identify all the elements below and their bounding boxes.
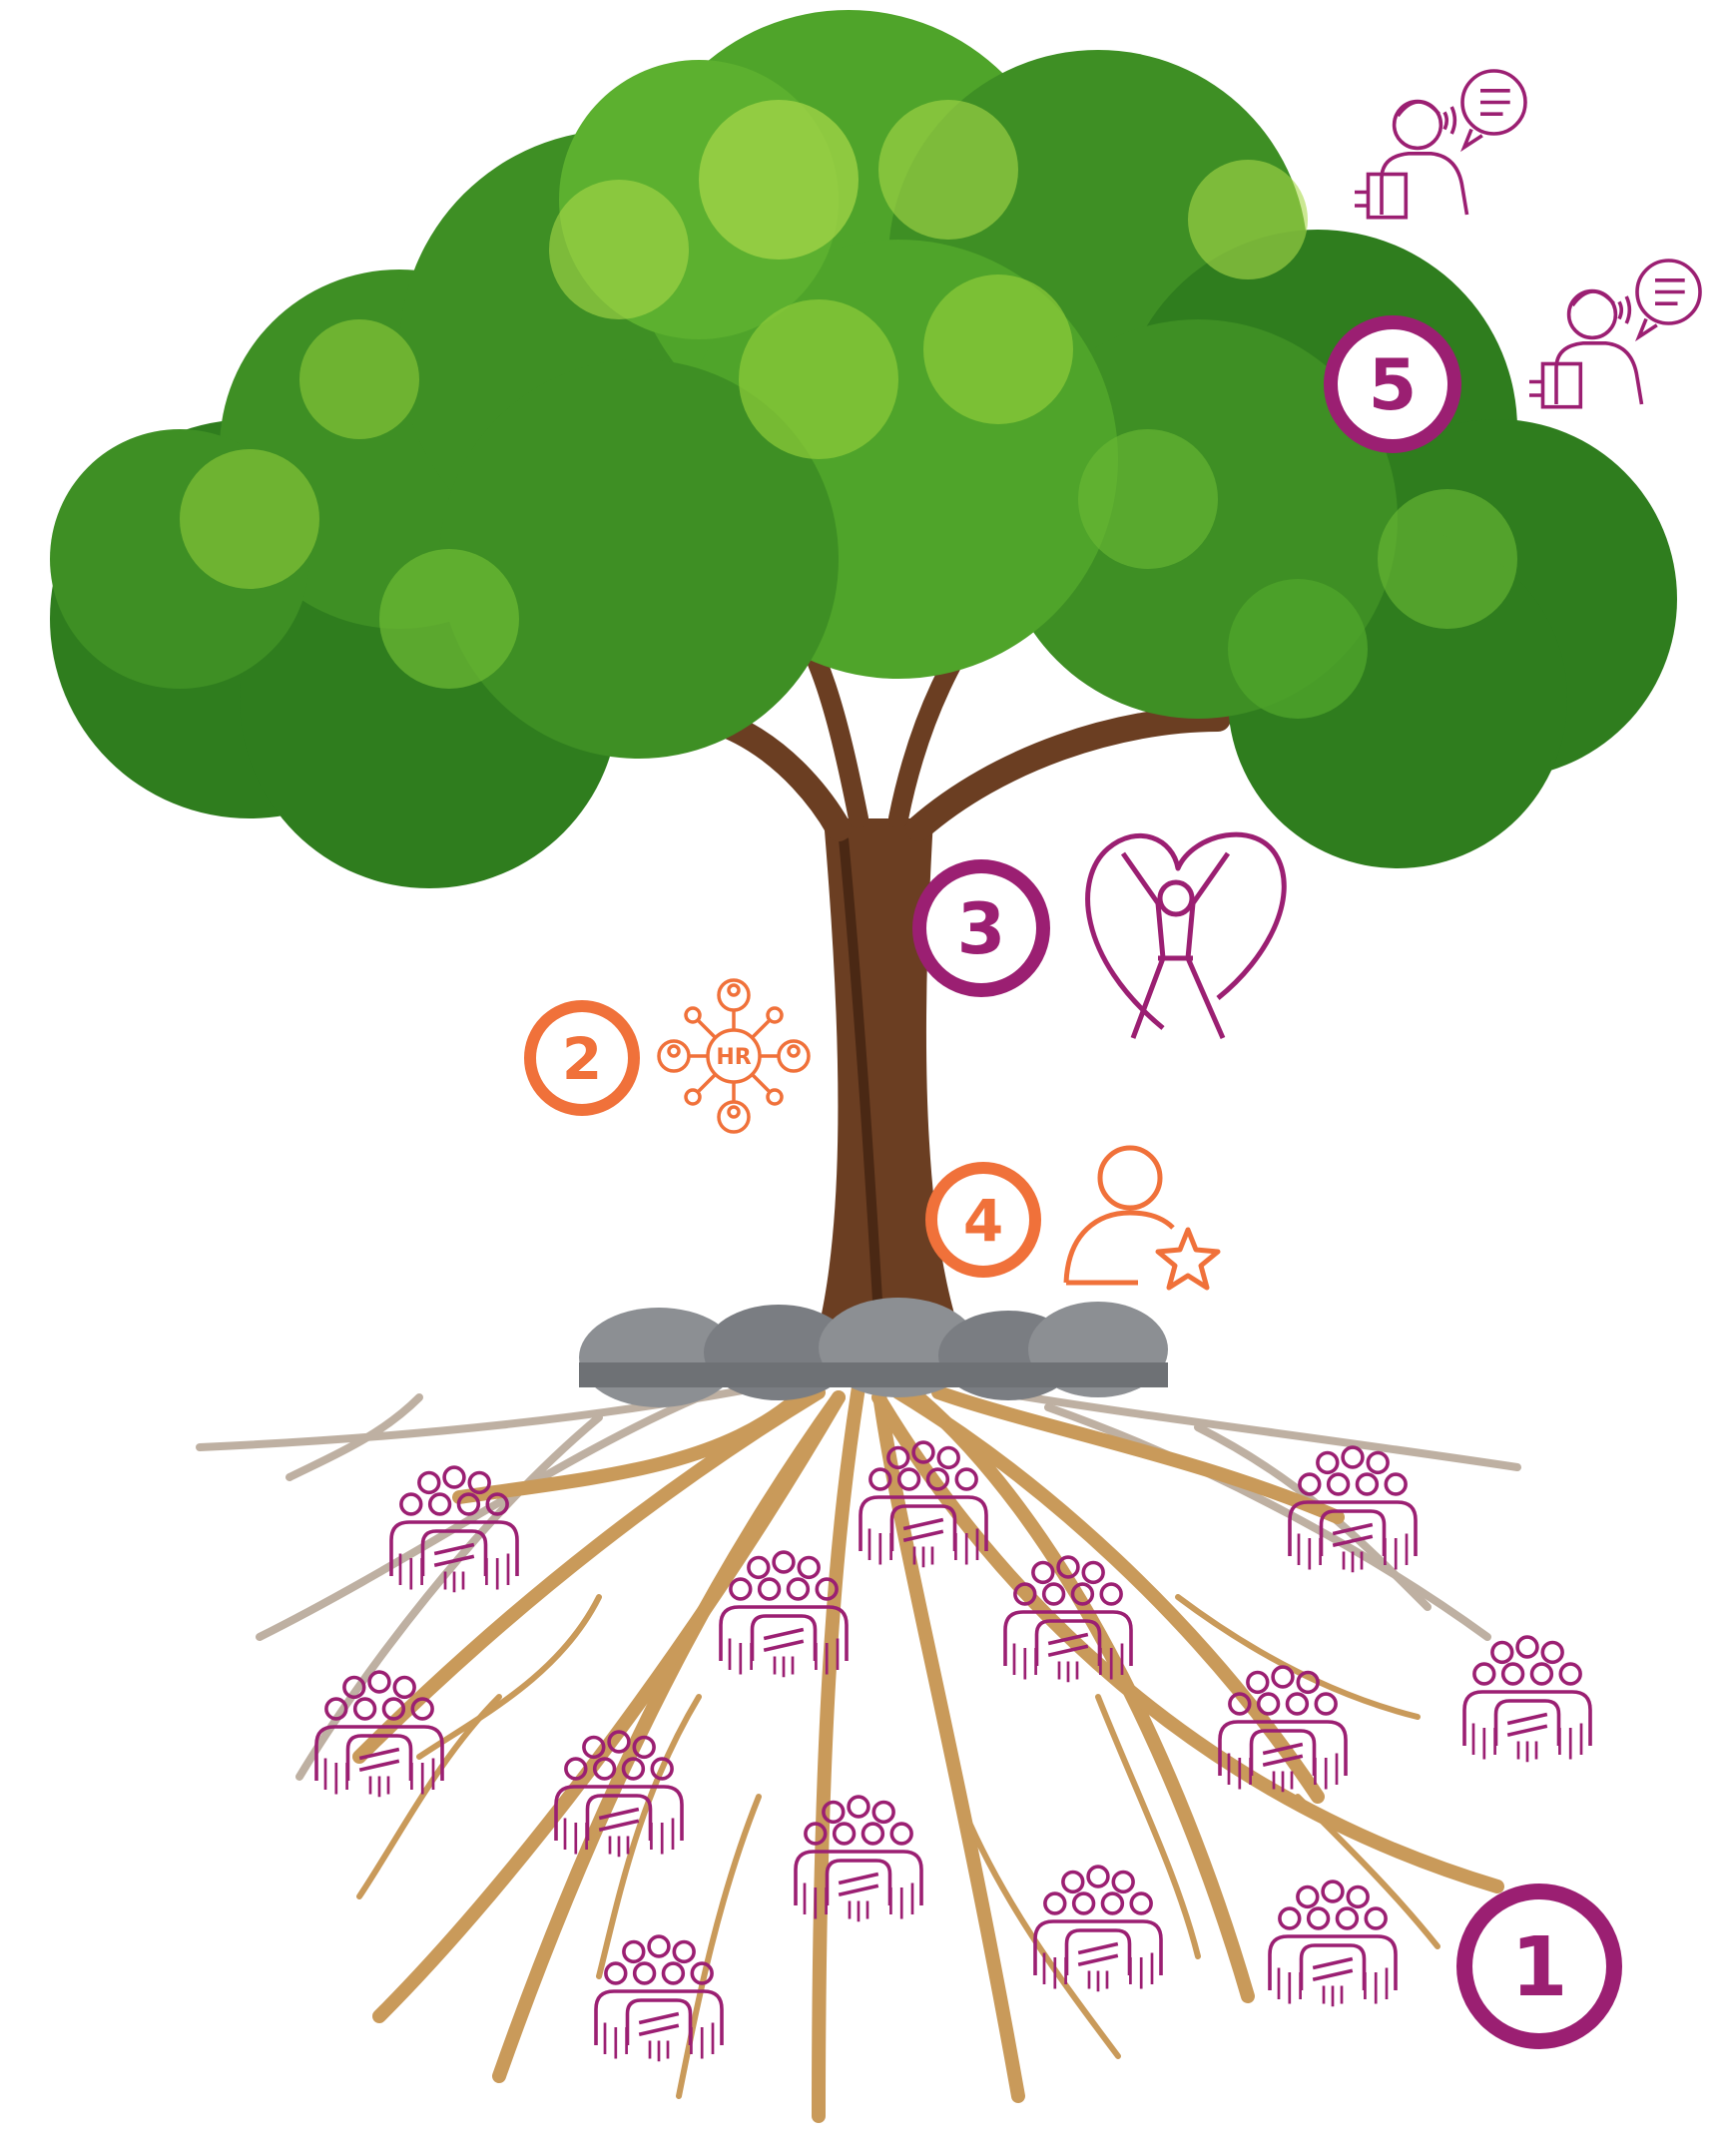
heart-person-icon	[1088, 834, 1285, 1038]
team-group-icon	[1035, 1867, 1161, 1991]
tree-roots	[200, 1387, 1517, 2116]
marker-5-number: 5	[1369, 344, 1418, 426]
marker-3-number: 3	[957, 888, 1006, 970]
team-group-icon	[1464, 1637, 1590, 1762]
marker-1: 1	[1464, 1891, 1614, 2041]
marker-5: 5	[1331, 322, 1454, 446]
tree-rocks	[579, 1298, 1168, 1407]
team-group-icon	[861, 1442, 986, 1567]
marker-3: 3	[919, 866, 1043, 990]
marker-4: 4	[931, 1168, 1035, 1272]
team-group-icon	[1005, 1557, 1131, 1682]
marker-2: 2	[530, 1006, 634, 1110]
marker-1-number: 1	[1510, 1920, 1567, 2015]
team-group-icon	[796, 1797, 921, 1921]
team-group-icon	[1270, 1882, 1396, 2006]
hr-network-icon: HR	[659, 980, 809, 1132]
user-star-icon	[1066, 1148, 1218, 1288]
team-group-icon	[596, 1936, 722, 2061]
marker-2-number: 2	[562, 1025, 602, 1093]
marker-4-number: 4	[963, 1187, 1003, 1255]
hr-icon-label: HR	[716, 1045, 751, 1070]
